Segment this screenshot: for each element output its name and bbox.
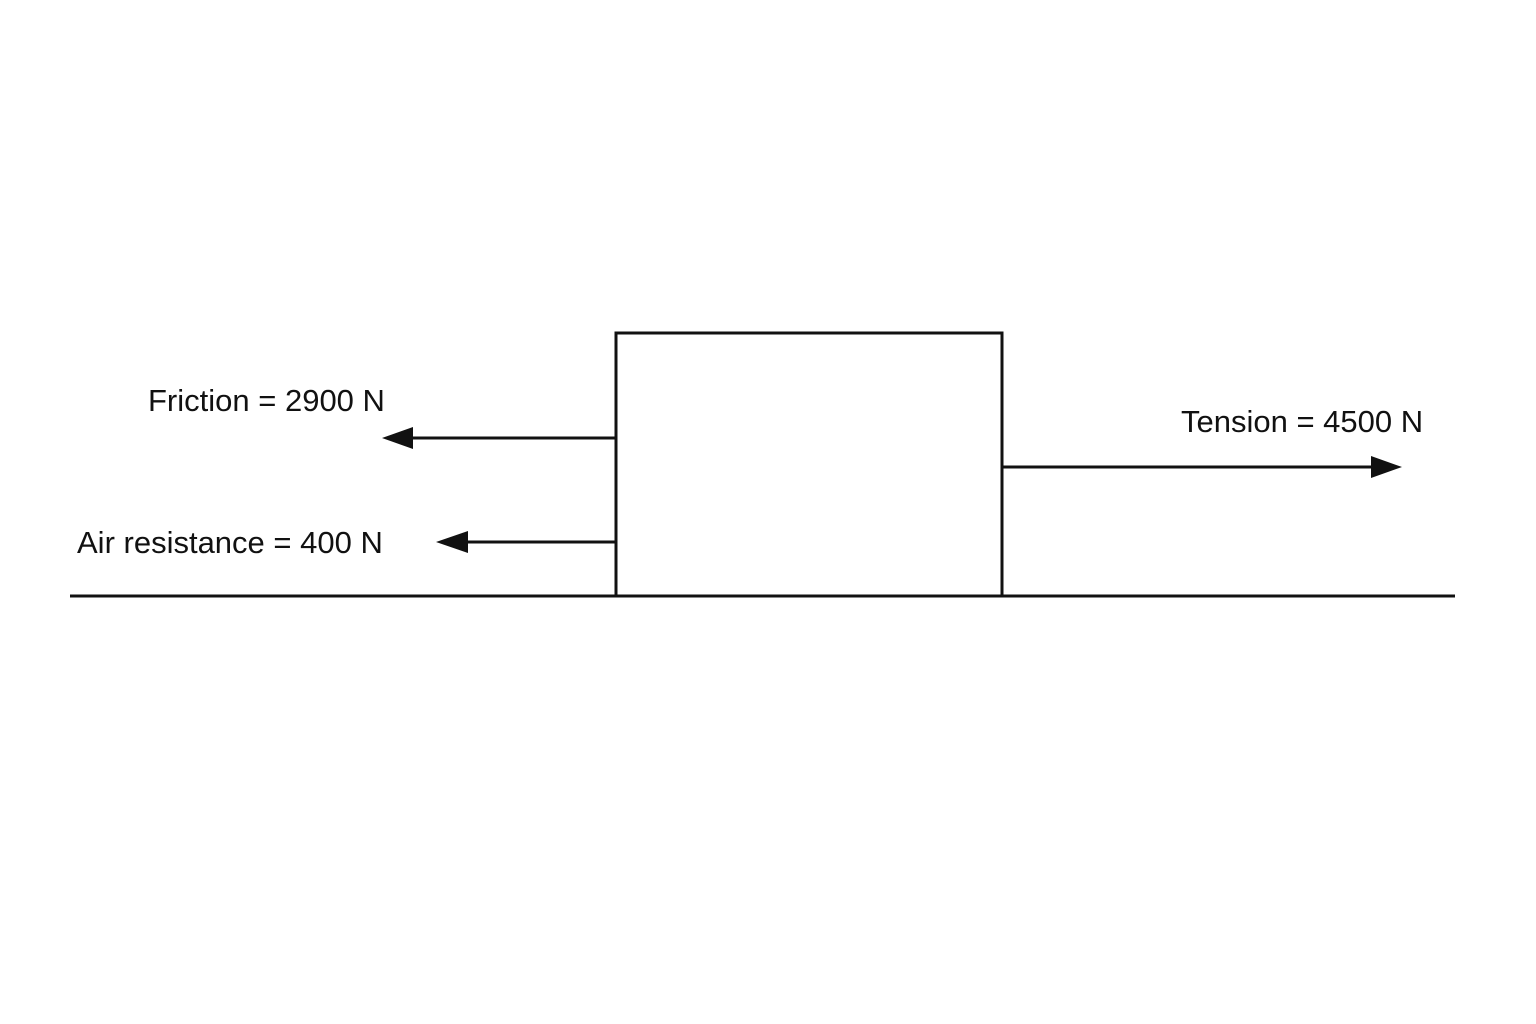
tension-arrow — [1002, 456, 1402, 478]
tension-label: Tension = 4500 N — [1181, 404, 1423, 439]
friction-arrow — [382, 427, 616, 449]
air-resistance-arrow — [436, 531, 616, 553]
air-resistance-label: Air resistance = 400 N — [77, 525, 383, 560]
air-resistance-arrow-head — [436, 531, 468, 553]
friction-label: Friction = 2900 N — [148, 383, 385, 418]
block — [614, 331, 1004, 598]
tension-arrow-head — [1371, 456, 1402, 478]
friction-arrow-head — [382, 427, 413, 449]
